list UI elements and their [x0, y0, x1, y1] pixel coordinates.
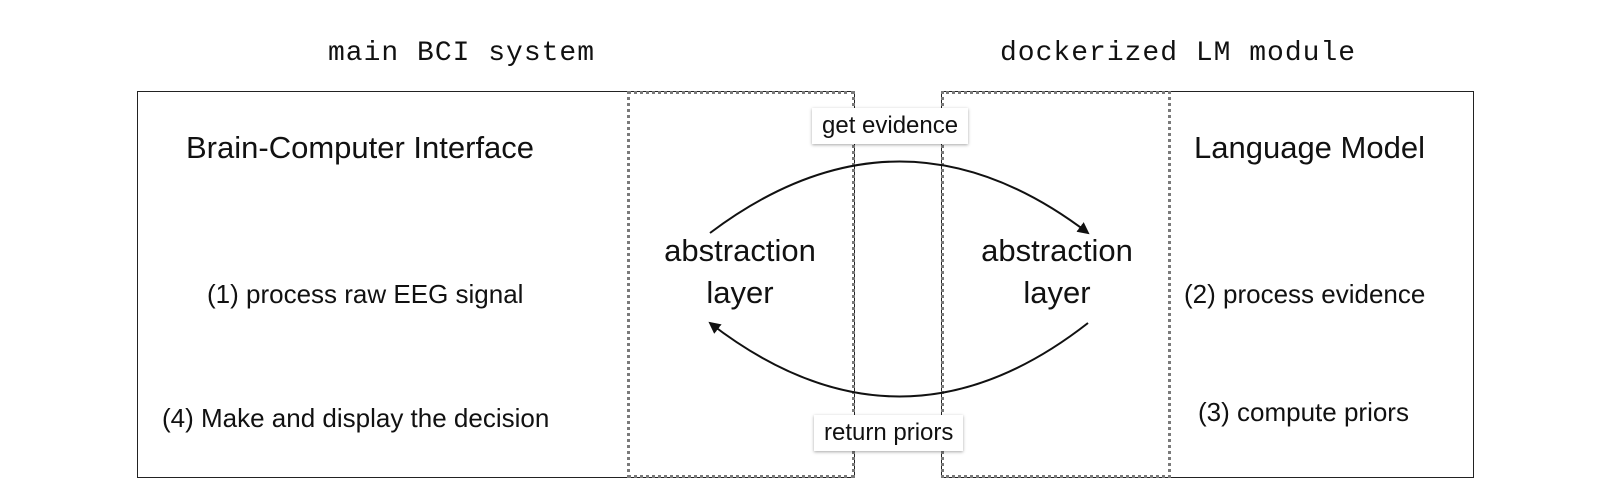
step-3-compute-priors: (3) compute priors: [1198, 397, 1409, 427]
lm-heading: Language Model: [1194, 130, 1425, 165]
get-evidence-arrow: [709, 160, 1090, 235]
right-abstraction-layer-label: abstraction layer: [967, 230, 1147, 314]
main-bci-system-title: main BCI system: [328, 38, 596, 69]
return-priors-arrow: [708, 321, 1089, 398]
step-4-make-display-decision: (4) Make and display the decision: [162, 403, 550, 433]
step-1-process-raw-eeg: (1) process raw EEG signal: [207, 279, 524, 309]
dockerized-lm-module-title: dockerized LM module: [1000, 38, 1357, 69]
left-abstraction-line1: abstraction: [664, 233, 816, 268]
right-abstraction-line2: layer: [1023, 275, 1091, 310]
left-abstraction-layer-label: abstraction layer: [650, 230, 830, 314]
step-2-process-evidence: (2) process evidence: [1184, 279, 1426, 309]
return-priors-label: return priors: [814, 415, 964, 451]
bci-panel: [137, 91, 855, 478]
bci-heading: Brain-Computer Interface: [186, 130, 535, 165]
lm-panel: [941, 91, 1474, 478]
get-evidence-label: get evidence: [812, 108, 969, 144]
right-abstraction-layer-region: [941, 91, 1171, 478]
right-abstraction-line1: abstraction: [981, 233, 1133, 268]
left-abstraction-layer-region: [627, 91, 855, 478]
left-abstraction-line2: layer: [706, 275, 774, 310]
